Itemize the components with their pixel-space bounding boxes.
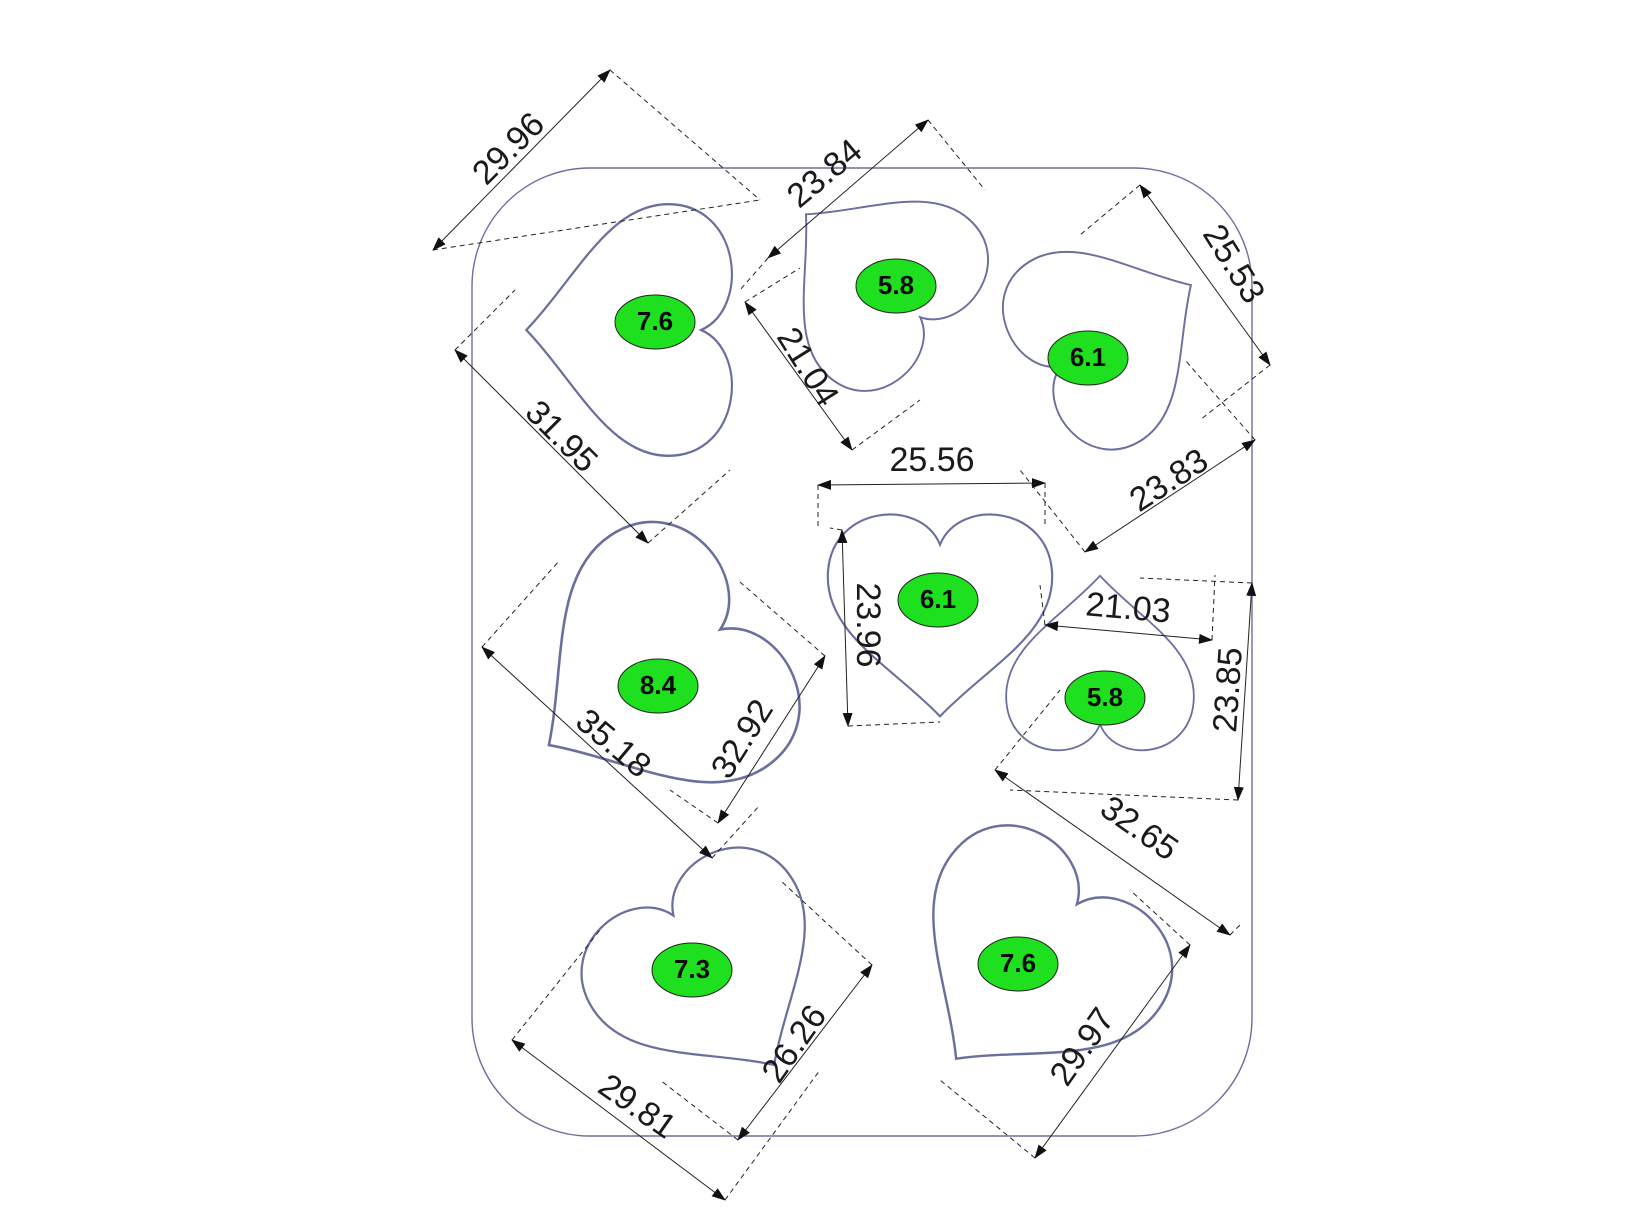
extension-line-bottom-right-1-0: [939, 1079, 1036, 1159]
extension-line-bottom-right-0-0: [994, 689, 1061, 771]
extension-line-top-right-0-1: [1199, 364, 1271, 421]
value-badge-bottom-left: [651, 942, 733, 998]
extension-line-bottom-left-0-0: [511, 929, 601, 1041]
dimension-lines-layer: [432, 69, 1271, 1201]
dimension-label-bottom-left-1: 26.26: [754, 998, 834, 1090]
dimension-line-center-1: [837, 529, 853, 727]
extension-line-middle-left-1-1: [739, 581, 826, 657]
extension-line-middle-right-0-0: [1039, 584, 1046, 626]
extension-line-top-right-1-0: [1019, 469, 1086, 553]
extension-line-top-middle-0-0: [739, 257, 769, 291]
value-badge-top-left: [614, 294, 696, 350]
value-badge-center: [897, 572, 979, 628]
extension-line-middle-left-1-0: [669, 789, 719, 824]
value-badge-label-middle-right: 5.8: [1087, 682, 1123, 712]
dimension-label-top-right-1: 23.83: [1123, 441, 1215, 519]
dimension-line-top-left-0: [432, 69, 611, 251]
dimension-label-middle-left-1: 32.92: [704, 693, 781, 785]
extension-line-center-1-0: [829, 527, 843, 531]
dimension-line-bottom-right-1: [1034, 944, 1191, 1159]
dimension-line-top-middle-0: [767, 119, 929, 259]
value-badge-label-top-right: 6.1: [1070, 342, 1106, 372]
dimension-label-center-1: 23.96: [849, 582, 887, 667]
dimension-label-top-middle-0: 23.84: [780, 132, 870, 216]
dimension-line-middle-left-0: [481, 646, 713, 859]
extension-line-top-left-1-1: [647, 469, 731, 544]
dimension-label-top-middle-1: 21.04: [769, 321, 846, 413]
value-badge-middle-right: [1064, 670, 1146, 726]
value-badge-label-bottom-right: 7.6: [1000, 948, 1036, 978]
dimension-label-center-0: 25.56: [889, 441, 974, 479]
value-badge-middle-left: [617, 658, 699, 714]
value-badge-label-bottom-left: 7.3: [674, 954, 710, 984]
dimension-line-top-left-1: [454, 349, 649, 544]
dimension-line-bottom-right-0: [994, 769, 1231, 936]
value-badges-layer: 7.6 5.8 6.1 6.1 8.4 5.8 7.3 7.6: [614, 258, 1146, 998]
extension-line-top-left-0-1: [609, 69, 761, 201]
dimension-label-bottom-right-1: 29.97: [1042, 1001, 1122, 1093]
extension-line-top-left-0-0: [432, 199, 761, 251]
dimension-label-top-left-1: 31.95: [518, 393, 605, 480]
extension-line-top-middle-1-0: [744, 267, 801, 303]
value-badge-label-top-middle: 5.8: [878, 270, 914, 300]
dimension-line-middle-right-1: [1233, 582, 1257, 801]
value-badge-top-middle: [855, 258, 937, 314]
dimension-line-bottom-left-1: [737, 964, 873, 1141]
extension-line-bottom-right-0-1: [1229, 924, 1241, 936]
extension-line-middle-right-1-0: [1139, 577, 1253, 584]
dimension-line-top-right-1: [1084, 439, 1256, 553]
extension-line-top-right-0-0: [1079, 184, 1141, 236]
value-badge-top-right: [1047, 330, 1129, 386]
extension-line-middle-left-0-0: [481, 559, 561, 648]
value-badge-label-center: 6.1: [920, 584, 956, 614]
extension-line-center-1-1: [847, 721, 941, 727]
value-badge-label-middle-left: 8.4: [640, 670, 677, 700]
extension-line-middle-right-0-1: [1211, 574, 1216, 641]
dimension-line-top-middle-1: [744, 301, 853, 451]
extension-line-bottom-left-1-0: [659, 1079, 739, 1141]
dimension-label-top-right-0: 25.53: [1195, 218, 1272, 310]
extension-line-top-middle-0-1: [927, 119, 986, 191]
extension-line-middle-left-0-1: [711, 804, 761, 859]
dimension-line-bottom-left-0: [511, 1039, 726, 1201]
dimension-line-middle-right-0: [1044, 621, 1213, 644]
value-badge-bottom-right: [977, 936, 1059, 992]
extension-line-bottom-left-0-1: [724, 1069, 821, 1201]
dimension-label-middle-right-0: 21.03: [1084, 585, 1172, 630]
dimension-line-middle-left-1: [717, 655, 826, 824]
dimension-label-middle-left-0: 35.18: [568, 702, 658, 786]
extension-line-bottom-left-1-1: [779, 879, 873, 966]
extension-line-bottom-right-1-1: [1129, 889, 1191, 946]
extension-line-top-left-1-0: [454, 289, 516, 351]
extension-line-top-right-1-1: [1184, 359, 1256, 441]
dimension-labels-layer: 29.9631.9523.8421.0425.5323.8325.5623.96…: [465, 105, 1272, 1146]
dimension-label-bottom-right-0: 32.65: [1093, 788, 1185, 868]
dimension-label-middle-right-1: 23.85: [1206, 646, 1250, 734]
value-badge-label-top-left: 7.6: [637, 306, 673, 336]
dimension-line-center-0: [817, 478, 1046, 490]
dimension-line-top-right-0: [1139, 184, 1271, 366]
